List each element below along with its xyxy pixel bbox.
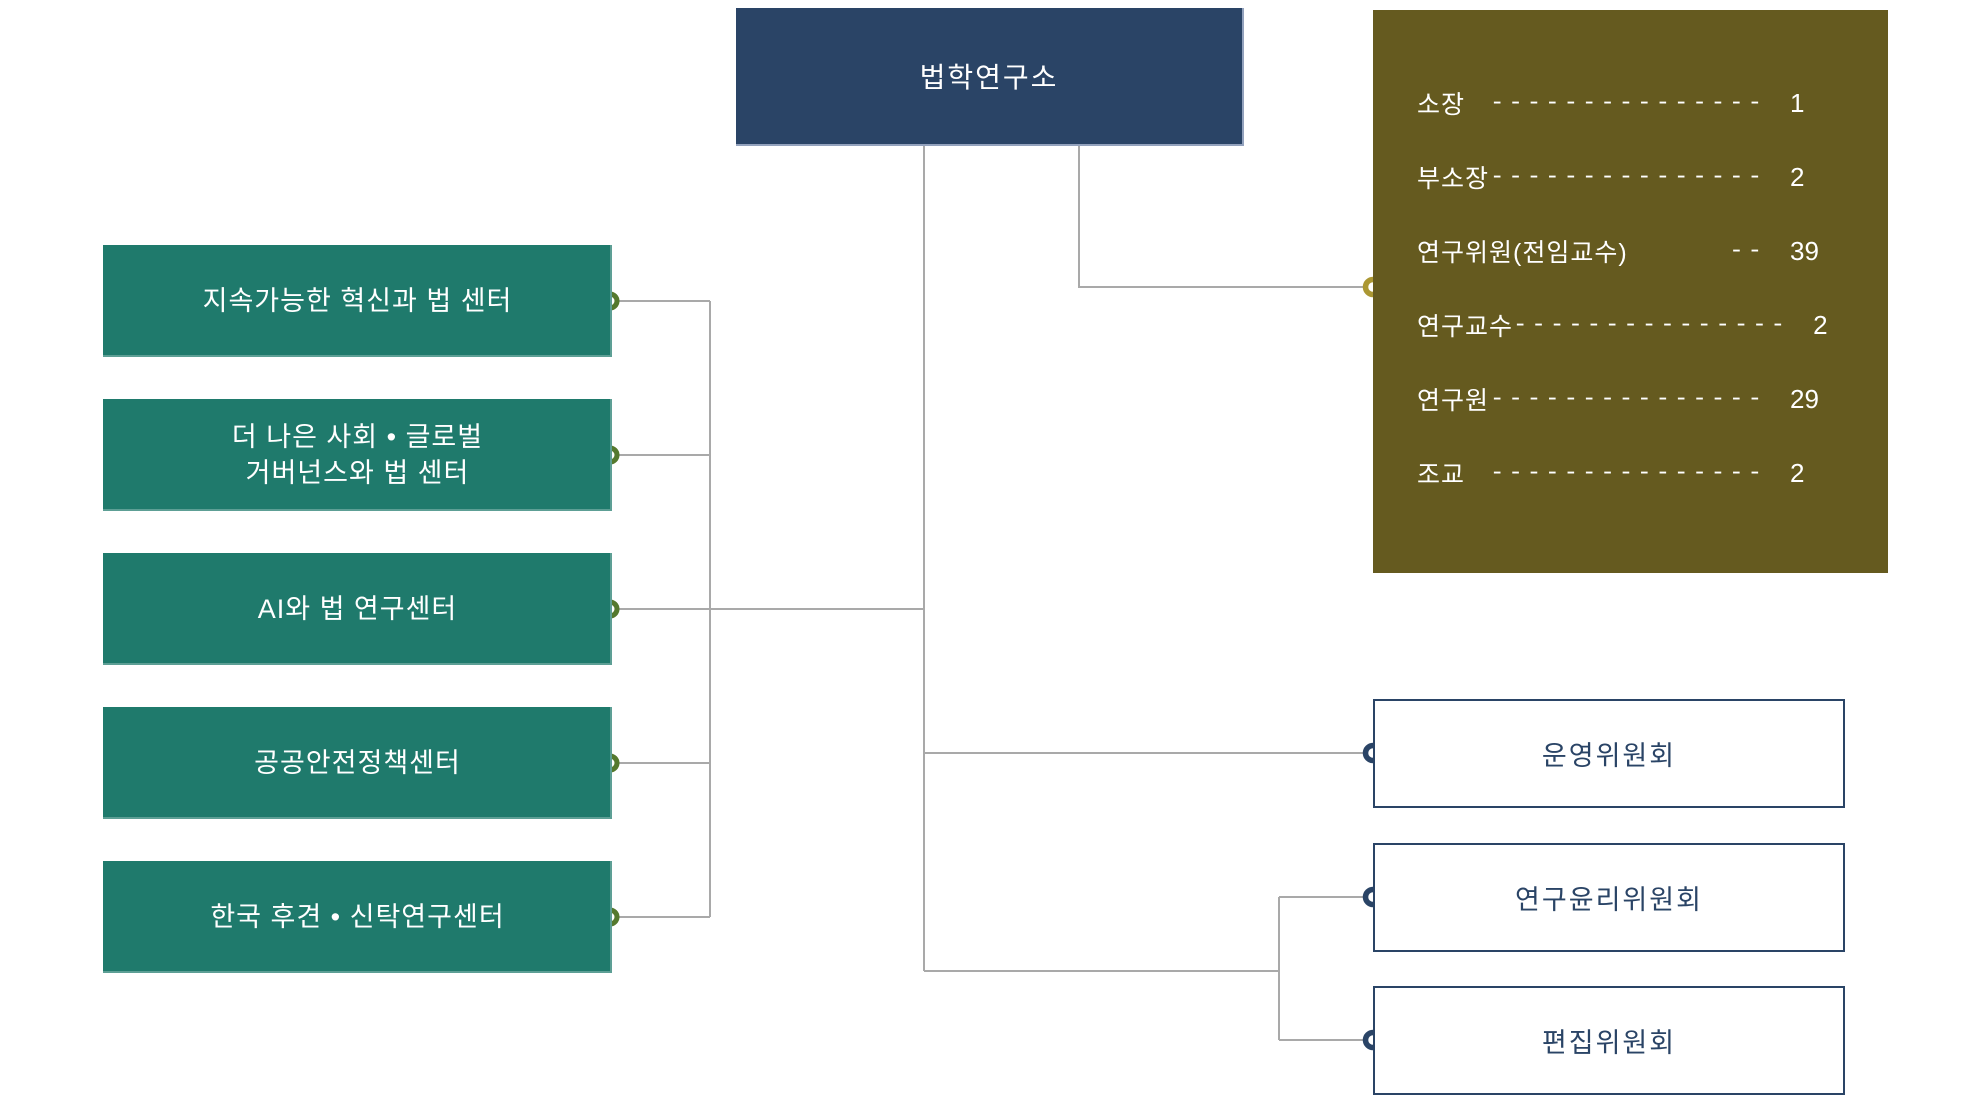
staff-row: 부소장 --------------- 2 [1417, 140, 1846, 214]
staff-role-label: 연구교수 [1417, 313, 1514, 341]
staff-row-dashes: -- [1729, 237, 1766, 265]
committee-node-editorial: 편집위원회 [1373, 986, 1845, 1095]
staff-role-count: 2 [1790, 161, 1805, 192]
center-node-label: 공공안전정책센터 [254, 747, 461, 778]
stem-line-staff-panel [1078, 146, 1373, 288]
center-node-label-line2: 거버넌스와 법 센터 [245, 458, 470, 488]
center-node-label: 지속가능한 혁신과 법 센터 [202, 285, 513, 316]
staff-role-label: 부소장 [1417, 165, 1490, 193]
staff-role-count: 2 [1790, 457, 1805, 488]
committee-node-steering: 운영위원회 [1373, 699, 1845, 808]
center-node-ai-and-law: AI와 법 연구센터 [103, 553, 612, 665]
staff-role-label: 연구원 [1417, 387, 1490, 415]
staff-role-label: 연구위원(전임교수) [1417, 239, 1628, 267]
staff-row: 연구원 --------------- 29 [1417, 362, 1846, 436]
staff-row-dashes: --------------- [1489, 163, 1766, 191]
center-node-label: 한국 후견 • 신탁연구센터 [210, 901, 505, 932]
center-node-guardianship-trust: 한국 후견 • 신탁연구센터 [103, 861, 612, 973]
staff-role-count: 1 [1790, 87, 1805, 118]
committee-node-label: 운영위원회 [1541, 741, 1677, 771]
center-node-sustainable-innovation: 지속가능한 혁신과 법 센터 [103, 245, 612, 357]
staff-row: 연구교수 --------------- 2 [1417, 288, 1846, 362]
staff-row-dashes: --------------- [1489, 385, 1766, 413]
staff-role-count: 29 [1790, 383, 1819, 414]
staff-role-count: 2 [1813, 309, 1828, 340]
staff-row-dashes: --------------- [1489, 459, 1766, 487]
staff-role-label: 조교 [1417, 461, 1466, 489]
root-node-label: 법학연구소 [919, 62, 1059, 93]
committee-node-label: 연구윤리위원회 [1515, 885, 1703, 915]
center-node-better-society-global-governance: 더 나은 사회 • 글로벌 거버넌스와 법 센터 [103, 399, 612, 511]
staff-panel: 소장 --------------- 1 부소장 ---------------… [1373, 10, 1888, 573]
staff-row-dashes: --------------- [1513, 311, 1790, 339]
root-node: 법학연구소 [736, 8, 1244, 146]
staff-role-label: 소장 [1417, 91, 1466, 119]
staff-row: 조교 --------------- 2 [1417, 436, 1846, 510]
committee-node-research-ethics: 연구윤리위원회 [1373, 843, 1845, 952]
center-node-label: AI와 법 연구센터 [257, 593, 458, 624]
center-node-label: 더 나은 사회 • 글로벌 [231, 421, 484, 452]
staff-row: 소장 --------------- 1 [1417, 66, 1846, 140]
staff-row-dashes: --------------- [1489, 89, 1766, 117]
staff-role-count: 39 [1790, 235, 1819, 266]
committee-node-label: 편집위원회 [1541, 1028, 1677, 1058]
center-node-public-safety-policy: 공공안전정책센터 [103, 707, 612, 819]
staff-row: 연구위원(전임교수) -- 39 [1417, 214, 1846, 288]
